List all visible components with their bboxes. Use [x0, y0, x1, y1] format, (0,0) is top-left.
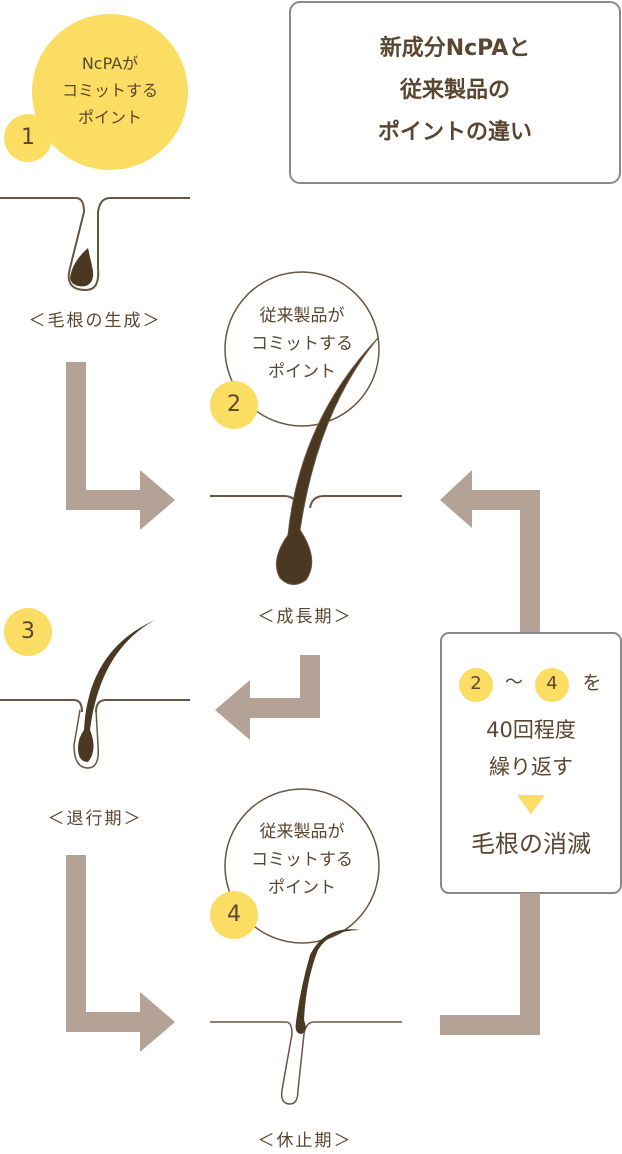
title-box: [289, 1, 621, 184]
badge-3-number: 3: [21, 619, 35, 644]
badge-1-number: 1: [21, 125, 35, 150]
hair-2: [275, 337, 379, 585]
bubble-2-line-2: コミットする: [251, 334, 353, 354]
hair-4: [295, 929, 360, 1034]
bubble-4-line-2: コミットする: [251, 850, 353, 870]
stage-1-label: ＜毛根の生成＞: [28, 311, 162, 331]
cycle-to-number: 4: [546, 673, 558, 694]
cycle-badge-4: [535, 668, 569, 702]
bubble-1-line-2: コミットする: [61, 81, 158, 100]
badge-2-number: 2: [227, 392, 241, 417]
ncpa-bubble: [32, 14, 188, 170]
badge-4: [210, 891, 258, 939]
repeat-count: 40回程度: [486, 718, 576, 742]
badge-4-number: 4: [227, 902, 241, 927]
bubble-1-line-3: ポイント: [77, 108, 142, 127]
skin-line-3: [0, 699, 190, 713]
cycle-badge-2: [459, 668, 493, 702]
title-line-1: 新成分NcPAと: [379, 36, 531, 61]
arrow-cycle-up: [440, 470, 540, 632]
hair-root-1: [70, 248, 94, 287]
bubble-4: [224, 788, 380, 944]
result-text: 毛根の消滅: [471, 830, 591, 858]
skin-line-4: [210, 1021, 402, 1105]
skin-line-1: [0, 197, 190, 292]
bubble-1-line-1: NcPAが: [81, 54, 139, 73]
title-line-2: 従来製品の: [399, 78, 510, 103]
title-line-3: ポイントの違い: [377, 120, 532, 145]
badge-2: [210, 381, 258, 429]
stage-4-label: ＜休止期＞: [257, 1131, 353, 1151]
bubble-4-line-3: ポイント: [268, 878, 336, 898]
stage-3-label: ＜退行期＞: [47, 809, 143, 829]
follicle-3: [73, 709, 100, 769]
bubble-4-line-1: 従来製品が: [259, 822, 345, 842]
repeat-text: 繰り返す: [489, 755, 573, 779]
cycle-particle: を: [582, 672, 602, 694]
cycle-from-number: 2: [470, 673, 482, 694]
hair-3: [78, 620, 155, 762]
arrow-cycle-return: [440, 893, 540, 1035]
bubble-2-line-3: ポイント: [268, 362, 336, 382]
bubble-2-line-1: 従来製品が: [259, 306, 345, 326]
stage-2-label: ＜成長期＞: [257, 607, 353, 627]
badge-3: [4, 608, 52, 656]
arrow-2: [215, 655, 320, 740]
badge-1: [4, 114, 52, 162]
down-triangle-icon: [517, 795, 545, 814]
arrow-1: [66, 362, 175, 530]
cycle-tilde: 〜: [505, 672, 523, 693]
arrow-3: [66, 855, 175, 1052]
